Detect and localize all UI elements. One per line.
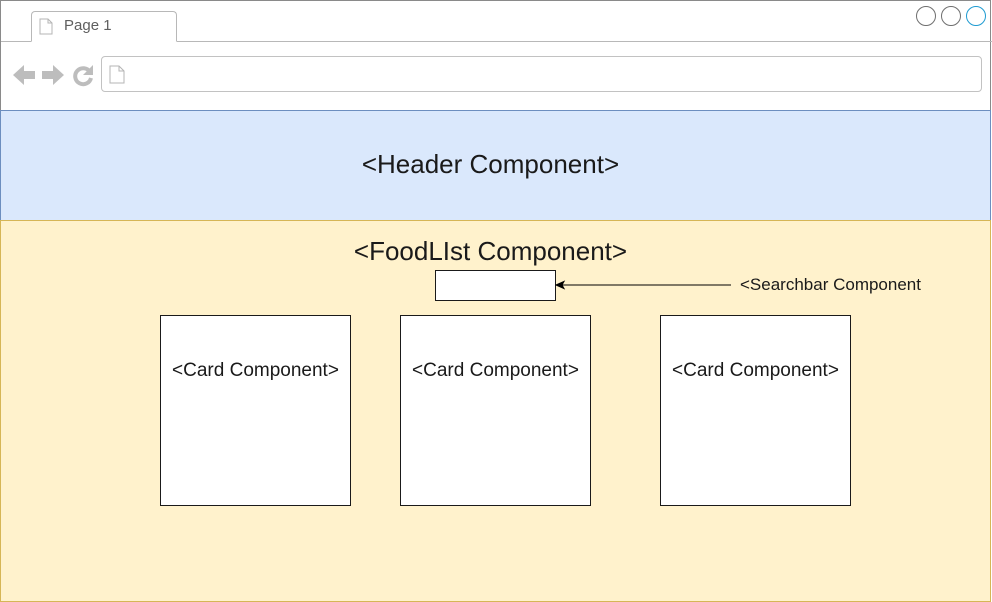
address-bar[interactable] [101,56,982,92]
restore-icon[interactable] [941,6,961,26]
card-label: <Card Component> [672,360,839,381]
card-label: <Card Component> [412,360,579,381]
document-icon [109,65,125,84]
card-component: <Card Component> [160,315,351,506]
card-component: <Card Component> [400,315,591,506]
browser-window: Page 1 [0,0,992,110]
forward-arrow-icon[interactable] [41,63,65,87]
tabstrip-divider [1,41,992,42]
minimize-icon[interactable] [916,6,936,26]
foodlist-label: <FoodLIst Component> [353,236,628,266]
browser-tab[interactable]: Page 1 [31,11,177,42]
tab-label: Page 1 [64,17,112,34]
document-icon [39,18,53,35]
card-component: <Card Component> [660,315,851,506]
searchbar-pointer-arrow [555,280,731,290]
maximize-icon[interactable] [966,6,986,26]
header-label: <Header Component> [361,149,620,179]
header-component: <Header Component> [0,110,991,221]
card-label: <Card Component> [172,360,339,381]
searchbar-annotation: <Searchbar Component [740,275,921,294]
searchbar-box [435,270,556,301]
reload-icon[interactable] [71,63,95,87]
back-arrow-icon[interactable] [12,63,36,87]
